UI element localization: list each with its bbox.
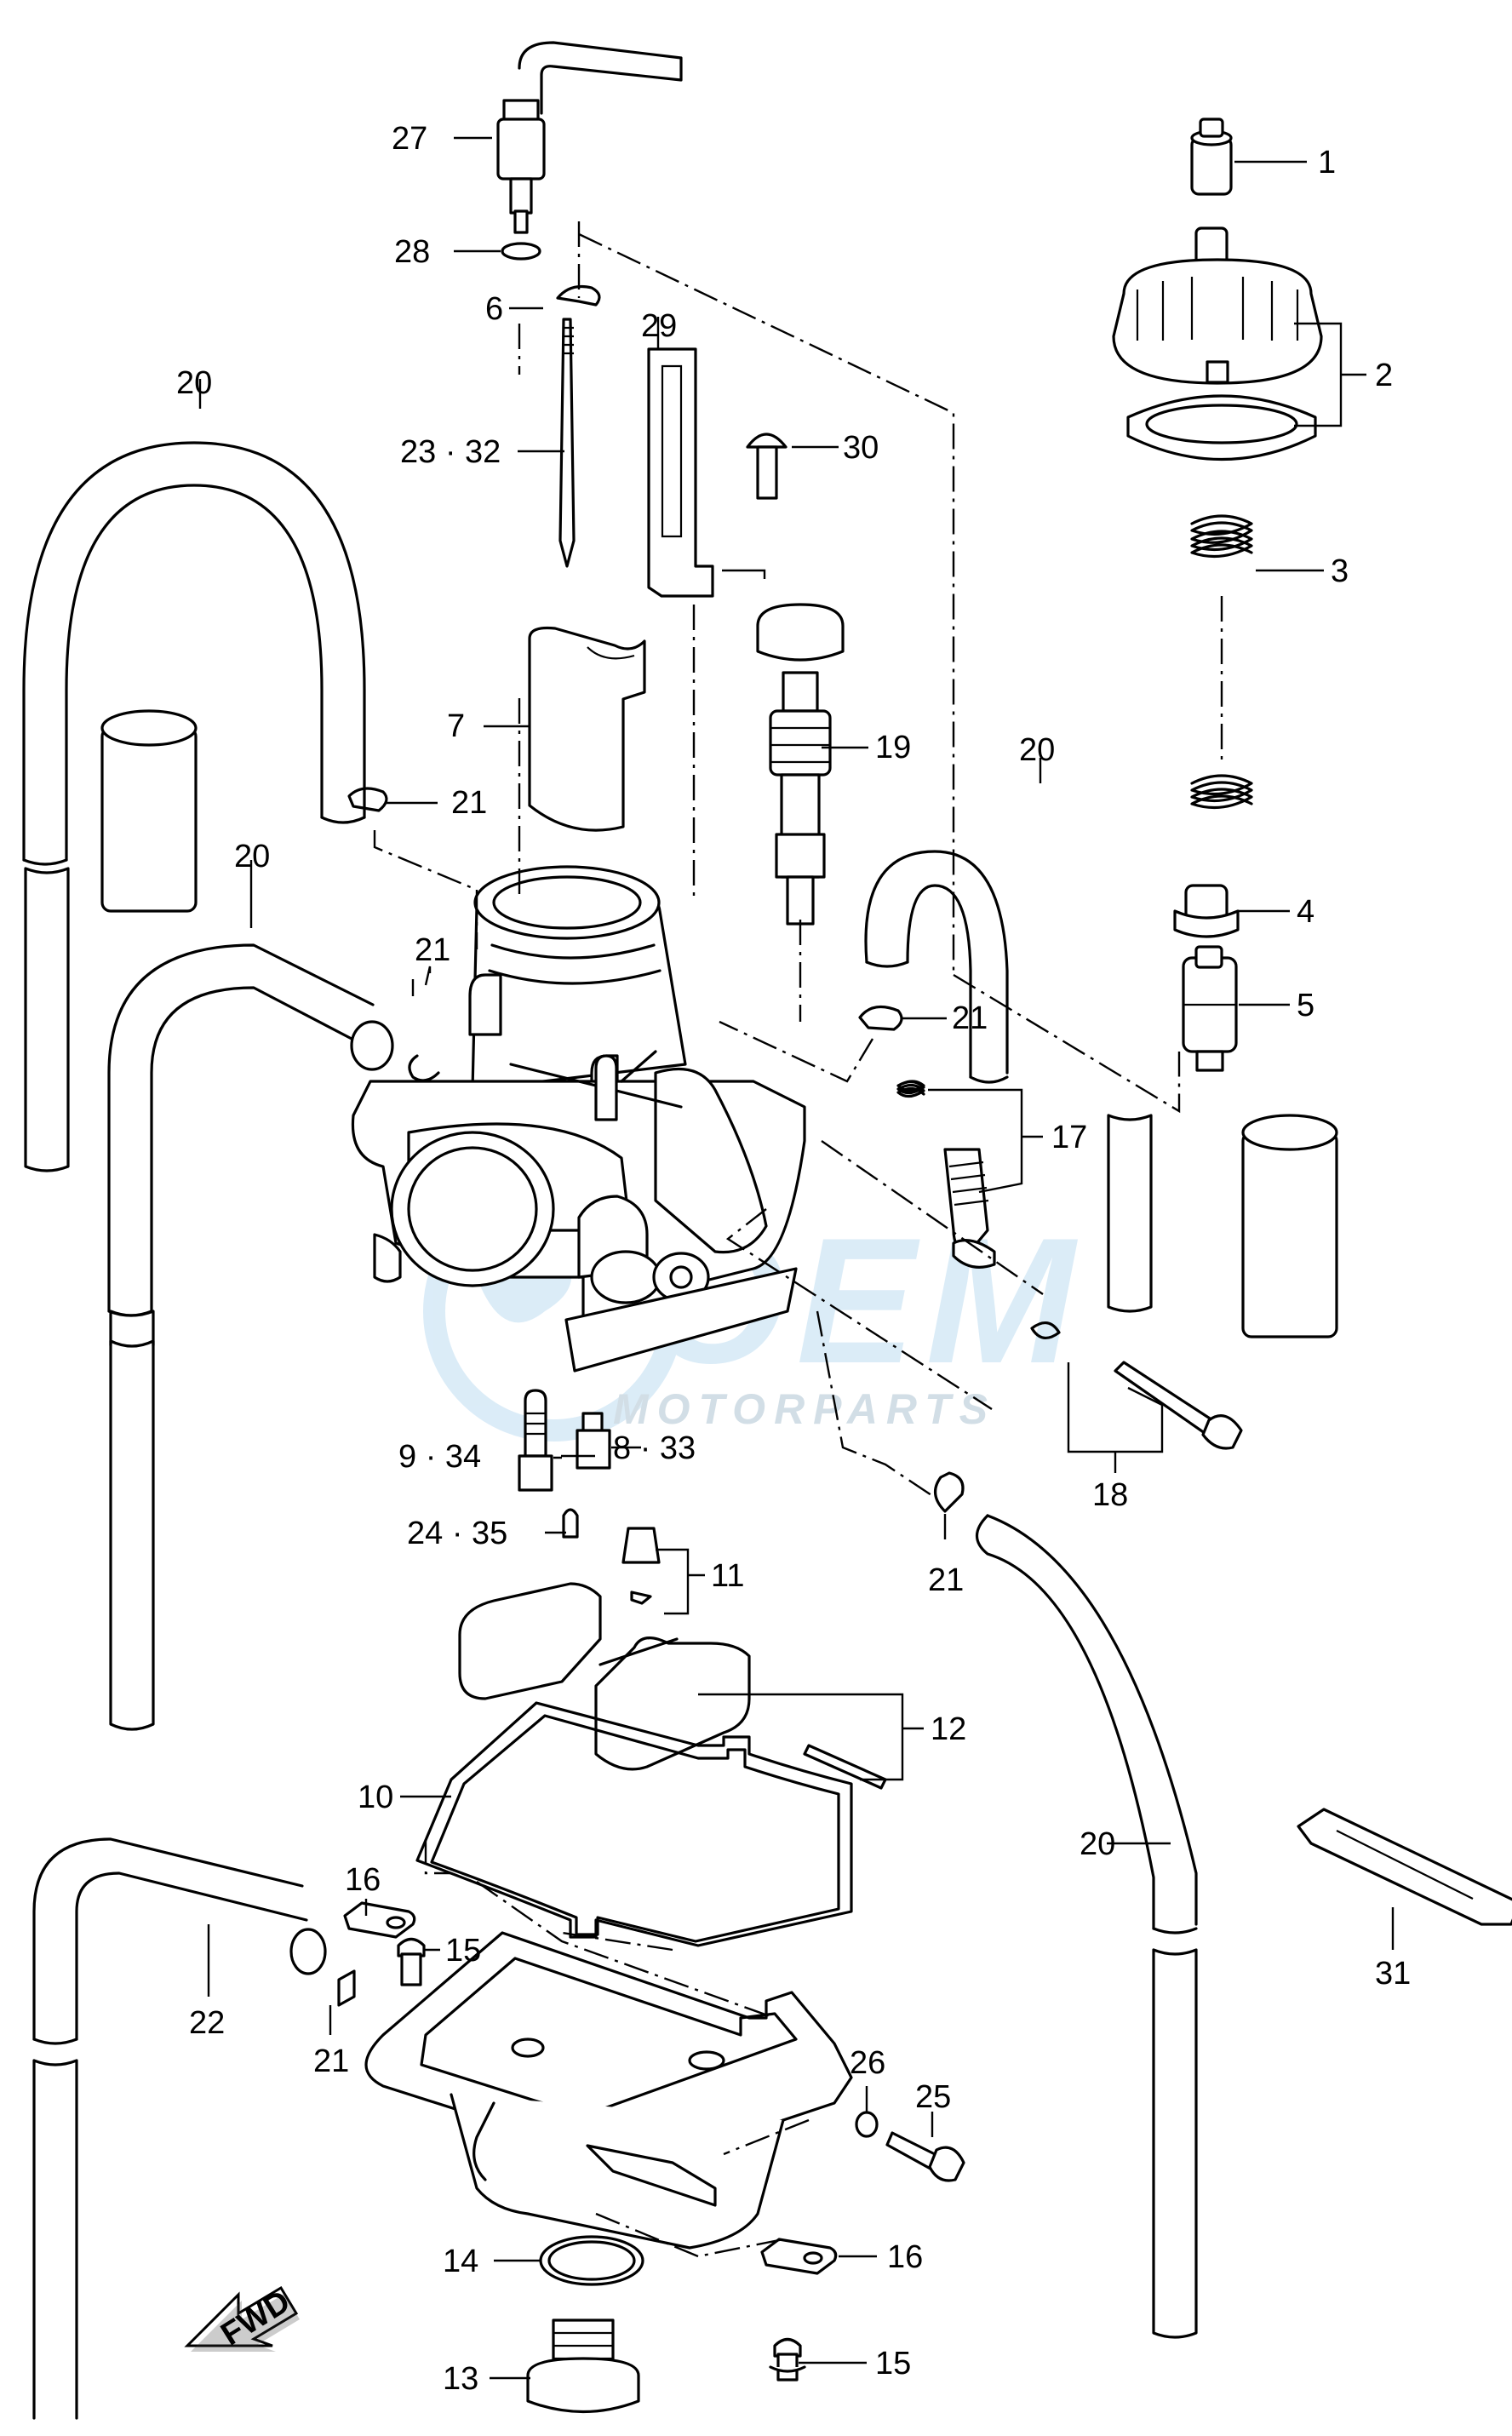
- part-cover-cylinder-left: [100, 709, 198, 913]
- callout-21-top: 21: [451, 785, 487, 821]
- part-16-bracket-upper: [343, 1901, 416, 1939]
- part-22-vent-hose: [32, 1837, 327, 2420]
- callout-17: 17: [1051, 1120, 1087, 1155]
- part-24-needle-jet: [562, 1508, 579, 1539]
- callout-15-upper: 15: [445, 1933, 481, 1969]
- callout-16-lower: 16: [887, 2239, 923, 2275]
- callout-28: 28: [394, 234, 430, 270]
- callout-14: 14: [443, 2244, 478, 2279]
- callout-labels: 1 2 3 4 5 6 7 8 · 33 9 · 34 10 11 12 13 …: [176, 121, 1411, 2397]
- callout-31: 31: [1375, 1956, 1411, 1992]
- leader-lines: [198, 136, 1395, 2380]
- part-20-hose-right-bottom: [975, 1514, 1198, 2339]
- part-20-hose-right-top: [864, 850, 1153, 1313]
- part-7-throttle-slide: [528, 626, 646, 832]
- part-20-hose-far-left: [22, 441, 366, 1347]
- part-8-pilot-jet: [576, 1412, 611, 1470]
- part-20-hose-left-inner: [107, 943, 394, 1731]
- callout-1: 1: [1318, 145, 1336, 181]
- callout-30: 30: [843, 430, 879, 466]
- callout-18: 18: [1092, 1477, 1128, 1513]
- callout-11: 11: [711, 1558, 744, 1594]
- part-15-screw-upper: [397, 1937, 426, 1986]
- callout-7: 7: [447, 708, 465, 744]
- callout-24-35: 24 · 35: [407, 1516, 507, 1551]
- watermark-subtitle: MOTORPARTS: [613, 1385, 996, 1433]
- part-21-clip-top: [347, 787, 388, 812]
- part-23-jet-needle: [558, 318, 576, 568]
- part-9-main-jet: [518, 1389, 553, 1492]
- callout-5: 5: [1297, 988, 1314, 1023]
- callout-6: 6: [485, 291, 503, 327]
- callout-13: 13: [443, 2361, 478, 2397]
- part-21-clip-left: [408, 1054, 440, 1082]
- carburetor-body: [351, 865, 806, 1373]
- part-2-top-cap: [1112, 226, 1323, 461]
- callout-20-far-left: 20: [176, 365, 212, 401]
- callout-16-upper: 16: [345, 1862, 381, 1898]
- callout-9-34: 9 · 34: [398, 1439, 481, 1475]
- callout-20-right-bottom: 20: [1080, 1826, 1115, 1862]
- part-12-float: [458, 1582, 887, 1790]
- callout-21-lower-left: 21: [313, 2043, 349, 2079]
- callout-19: 19: [875, 730, 911, 765]
- part-3-spring: [1190, 514, 1253, 810]
- part-19-starter-plunger: [756, 603, 845, 926]
- part-6-clip: [556, 284, 601, 307]
- part-30-screw: [746, 433, 788, 500]
- callout-10: 10: [358, 1780, 393, 1815]
- part-21-clip-lower-left: [337, 1969, 356, 2007]
- part-18-idle-screw: [1030, 1321, 1243, 1450]
- callout-4: 4: [1297, 894, 1314, 930]
- callout-21-left: 21: [415, 932, 450, 968]
- callout-22: 22: [189, 2005, 225, 2041]
- float-bowl: [364, 1931, 853, 2250]
- callout-2: 2: [1375, 358, 1393, 393]
- part-11-float-valve: [621, 1527, 661, 1605]
- part-25-drain-screw: [885, 2131, 965, 2182]
- part-28-washer: [501, 242, 541, 261]
- callout-8-33: 8 · 33: [613, 1430, 696, 1466]
- part-cover-cylinder-right: [1241, 1114, 1338, 1338]
- assembly-lines: [373, 221, 1181, 2258]
- part-5-throttle-valve: [1182, 945, 1238, 1072]
- part-14-o-ring: [539, 2235, 644, 2286]
- callout-23-32: 23 · 32: [400, 434, 501, 470]
- part-31-bracket: [1297, 1808, 1512, 1926]
- part-4-nut: [1173, 884, 1240, 938]
- callout-29: 29: [641, 308, 677, 344]
- part-27-cable-adjuster: [496, 41, 683, 234]
- callout-26: 26: [850, 2045, 885, 2081]
- fwd-arrow: FWD: [184, 2284, 300, 2353]
- callout-12: 12: [931, 1711, 966, 1747]
- callout-3: 3: [1331, 553, 1349, 589]
- part-13-drain-plug: [526, 2318, 640, 2414]
- callout-21-right: 21: [952, 1000, 988, 1036]
- callout-25: 25: [915, 2079, 951, 2115]
- callout-15-lower: 15: [875, 2346, 911, 2382]
- callout-20-right-top: 20: [1019, 732, 1055, 768]
- part-1-cap: [1190, 118, 1233, 196]
- part-29-plate: [647, 347, 714, 598]
- callout-20-left-inner: 20: [234, 839, 270, 874]
- part-21-clip-lower-right: [934, 1471, 965, 1513]
- part-16-bracket-lower: [760, 2238, 838, 2275]
- part-10-gasket: [415, 1701, 853, 1947]
- part-21-clip-right: [858, 1005, 903, 1031]
- callout-27: 27: [392, 121, 427, 157]
- part-15-screw-lower: [769, 2337, 806, 2382]
- callout-21-lower-right: 21: [928, 1562, 964, 1598]
- part-26-washer: [855, 2111, 879, 2138]
